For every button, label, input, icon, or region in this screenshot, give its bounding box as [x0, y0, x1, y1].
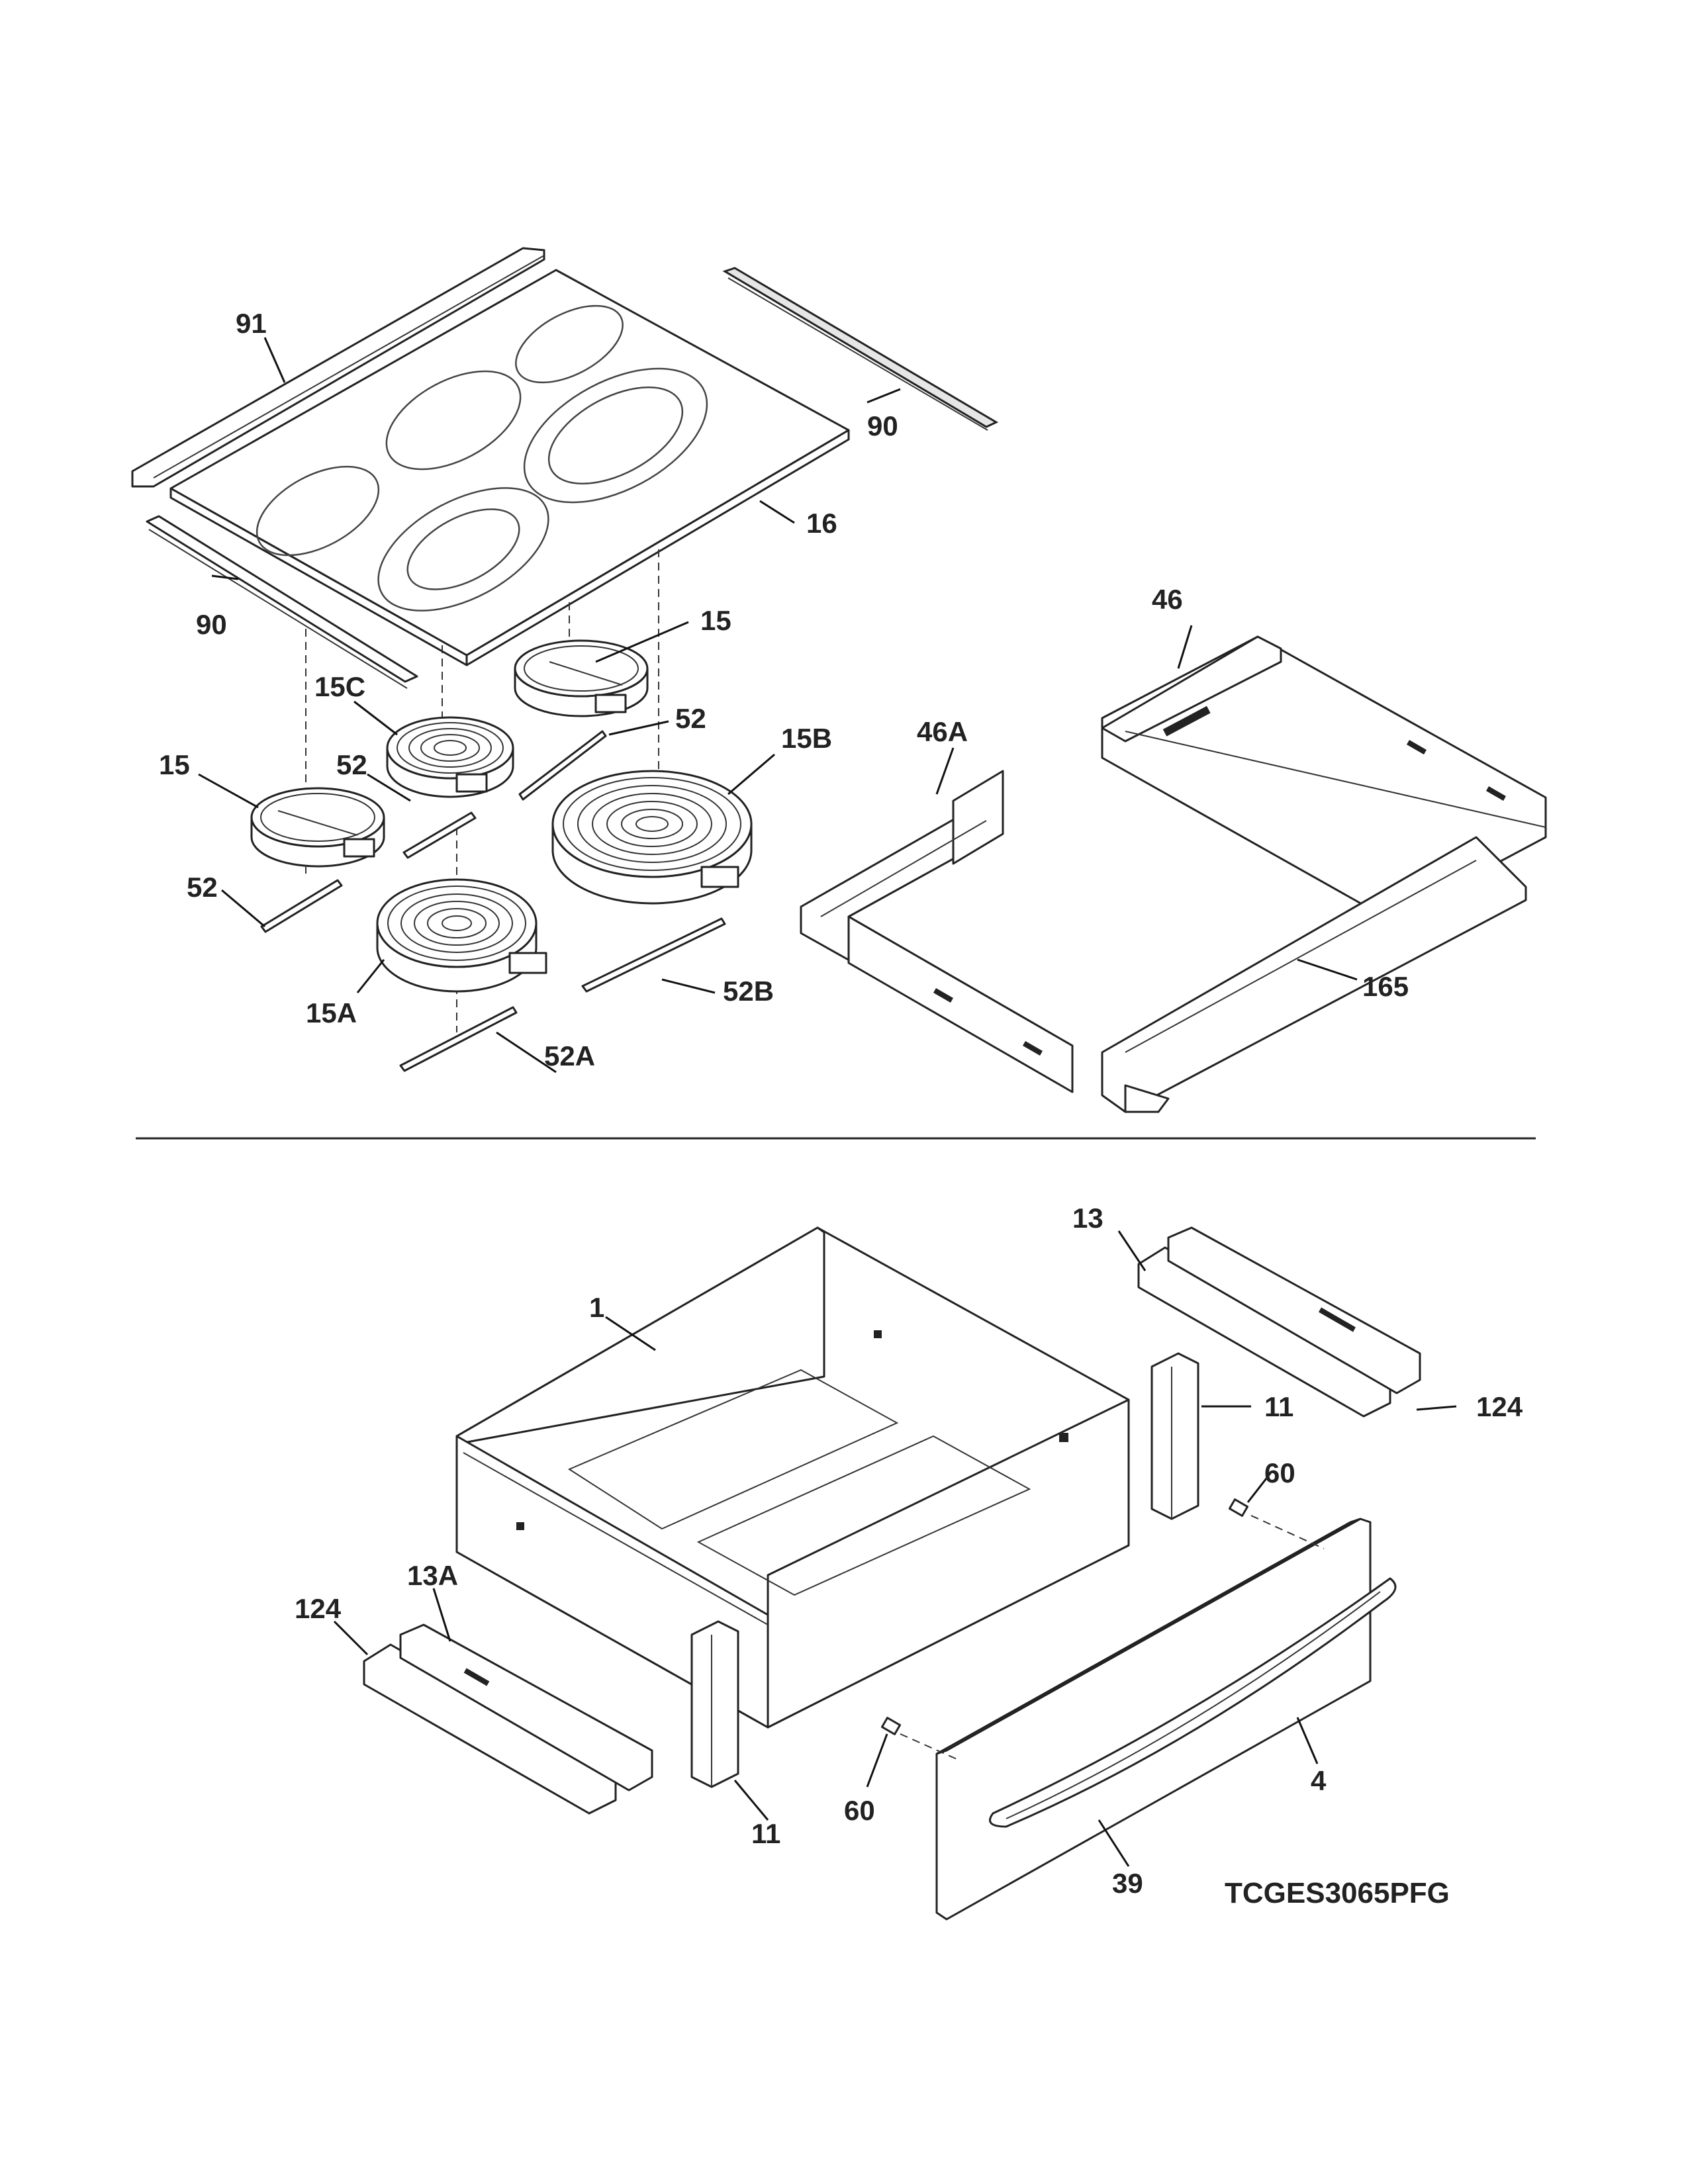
- side-trim-right-part: [722, 267, 999, 431]
- surface-element-15B: [551, 770, 753, 905]
- callout-4: 4: [1311, 1765, 1327, 1796]
- drawer-front-4: [935, 1518, 1372, 1921]
- bracket-11-right: [1150, 1352, 1199, 1520]
- callout-90-bottom: 90: [196, 609, 227, 640]
- bracket-11-left: [690, 1620, 739, 1788]
- strap-52B: [581, 917, 726, 993]
- slide-rail-13: [1137, 1226, 1421, 1418]
- frame-46: [1101, 635, 1547, 921]
- callout-13A: 13A: [407, 1560, 458, 1591]
- callout-15C: 15C: [314, 671, 365, 702]
- callout-91: 91: [236, 308, 267, 339]
- callout-15A: 15A: [306, 997, 357, 1028]
- callout-52-c: 52: [187, 872, 218, 903]
- callout-11-right: 11: [1264, 1391, 1293, 1422]
- strap-52-lower: [260, 879, 343, 933]
- callout-52-b: 52: [336, 749, 367, 780]
- surface-element-15C: [386, 716, 514, 798]
- callout-60-left: 60: [844, 1795, 875, 1826]
- strap-52-upper: [518, 730, 607, 801]
- drawer-body-1: [455, 1226, 1130, 1729]
- callout-1: 1: [589, 1292, 604, 1323]
- slide-rail-13A: [363, 1623, 653, 1815]
- surface-element-15-right: [514, 639, 649, 717]
- side-trim-left-part: [146, 515, 418, 689]
- frame-46A: [800, 770, 1074, 1093]
- callout-52-a: 52: [675, 703, 706, 734]
- callout-52B: 52B: [723, 976, 774, 1007]
- callout-165: 165: [1362, 971, 1409, 1002]
- strap-52A: [399, 1006, 518, 1072]
- callout-15-left: 15: [159, 749, 190, 780]
- callout-52A: 52A: [544, 1040, 595, 1071]
- surface-element-15-left: [250, 787, 385, 868]
- screw-60-left: [880, 1717, 961, 1761]
- callout-13: 13: [1072, 1203, 1103, 1234]
- callout-11-left: 11: [751, 1818, 780, 1849]
- screw-60-right: [1228, 1498, 1325, 1549]
- model-number: TCGES3065PFG: [1225, 1877, 1450, 1909]
- callout-16: 16: [806, 508, 837, 539]
- callout-124-right: 124: [1476, 1391, 1523, 1422]
- callout-46A: 46A: [917, 716, 968, 747]
- callout-46: 46: [1152, 584, 1183, 615]
- callout-39: 39: [1112, 1868, 1143, 1899]
- callout-labels: 91 90 16 90 15 15C 52 15B 15 52 46 46A 5…: [159, 308, 1523, 1909]
- lower-leaders: [333, 1230, 1457, 1867]
- glass-cooktop-part: [169, 269, 850, 666]
- callout-60-right: 60: [1264, 1457, 1295, 1488]
- drawer-handle-39: [989, 1577, 1397, 1828]
- upper-leaders: [198, 337, 1358, 1073]
- callout-15B: 15B: [781, 723, 832, 754]
- surface-element-15A: [376, 878, 547, 993]
- rear-trim-part: [131, 247, 545, 488]
- side-rail-165: [1101, 836, 1527, 1113]
- callout-124-left: 124: [295, 1593, 342, 1624]
- callout-90-top: 90: [867, 410, 898, 441]
- callout-15-right: 15: [700, 605, 731, 636]
- strap-52-middle: [402, 811, 477, 859]
